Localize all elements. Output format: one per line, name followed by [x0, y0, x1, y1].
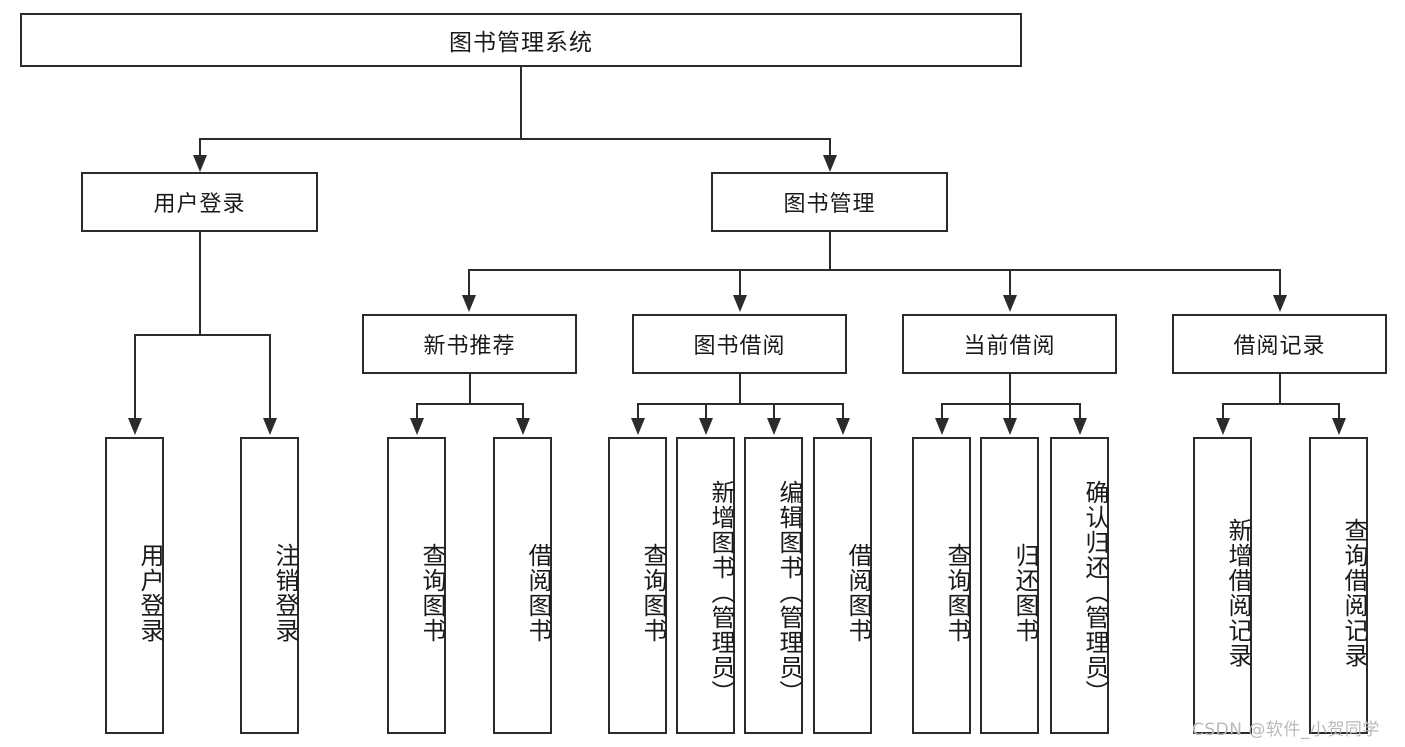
edge-user-login-drop-1: [134, 334, 136, 420]
edge-level1-bar: [199, 138, 831, 140]
leaf-cb-query-book[interactable]: 查询图书: [912, 437, 971, 734]
edge-new-book-drop-2: [522, 403, 524, 420]
edge-level2-bar: [468, 269, 1281, 271]
edge-borrow-record-stem: [1279, 374, 1281, 404]
arrow-icon-to-nb-borrow-book: [516, 418, 530, 435]
arrow-icon-to-bb-query-book: [631, 418, 645, 435]
edge-book-borrow-drop-4: [842, 403, 844, 420]
leaf-cb-confirm-return-admin[interactable]: 确认归还（管理员）: [1050, 437, 1109, 734]
arrow-icon-to-leaf-logout: [263, 418, 277, 435]
edge-book-management-stem: [829, 232, 831, 271]
node-borrow-record[interactable]: 借阅记录: [1172, 314, 1387, 374]
edge-current-borrow-drop-2: [1009, 403, 1011, 420]
arrow-icon-to-book-borrow: [733, 295, 747, 312]
arrow-icon-to-cb-return-book: [1003, 418, 1017, 435]
leaf-nb-borrow-book[interactable]: 借阅图书: [493, 437, 552, 734]
leaf-cb-return-book[interactable]: 归还图书: [980, 437, 1039, 734]
leaf-bb-borrow-book[interactable]: 借阅图书: [813, 437, 872, 734]
leaf-user-login[interactable]: 用户登录: [105, 437, 164, 734]
leaf-br-add-record[interactable]: 新增借阅记录: [1193, 437, 1252, 734]
node-book-borrow[interactable]: 图书借阅: [632, 314, 847, 374]
edge-user-login-stem: [199, 232, 201, 336]
arrow-icon-to-current-borrow: [1003, 295, 1017, 312]
edge-current-borrow-drop-3: [1079, 403, 1081, 420]
node-new-book-recommend[interactable]: 新书推荐: [362, 314, 577, 374]
arrow-icon-to-bb-add-book: [699, 418, 713, 435]
edge-level2-drop-new-book: [468, 269, 470, 297]
edge-book-borrow-drop-2: [705, 403, 707, 420]
edge-level2-drop-borrow-record: [1279, 269, 1281, 297]
arrow-icon-to-bb-borrow-book: [836, 418, 850, 435]
arrow-icon-to-new-book-recommend: [462, 295, 476, 312]
arrow-icon-to-user-login: [193, 155, 207, 172]
arrow-icon-to-nb-query-book: [410, 418, 424, 435]
leaf-logout[interactable]: 注销登录: [240, 437, 299, 734]
leaf-br-query-record[interactable]: 查询借阅记录: [1309, 437, 1368, 734]
node-root-library-management-system[interactable]: 图书管理系统: [20, 13, 1022, 67]
node-book-management[interactable]: 图书管理: [711, 172, 948, 232]
edge-book-borrow-drop-3: [773, 403, 775, 420]
node-current-borrow[interactable]: 当前借阅: [902, 314, 1117, 374]
edge-root-stem: [520, 67, 522, 139]
edge-book-borrow-bar: [637, 403, 844, 405]
csdn-watermark: CSDN @软件_小贺同学: [1192, 720, 1380, 740]
leaf-bb-query-book[interactable]: 查询图书: [608, 437, 667, 734]
edge-current-borrow-stem: [1009, 374, 1011, 404]
leaf-bb-edit-book-admin[interactable]: 编辑图书（管理员）: [744, 437, 803, 734]
arrow-icon-to-bb-edit-book: [767, 418, 781, 435]
edge-level1-drop-user-login: [199, 138, 201, 159]
edge-borrow-record-drop-1: [1222, 403, 1224, 420]
arrow-icon-to-cb-query-book: [935, 418, 949, 435]
edge-level1-drop-book-management: [829, 138, 831, 159]
arrow-icon-to-br-query-record: [1332, 418, 1346, 435]
edge-borrow-record-drop-2: [1338, 403, 1340, 420]
arrow-icon-to-book-management: [823, 155, 837, 172]
leaf-bb-add-book-admin[interactable]: 新增图书（管理员）: [676, 437, 735, 734]
arrow-icon-to-br-add-record: [1216, 418, 1230, 435]
edge-level2-drop-current-borrow: [1009, 269, 1011, 297]
edge-current-borrow-drop-1: [941, 403, 943, 420]
edge-user-login-bar: [134, 334, 271, 336]
node-user-login[interactable]: 用户登录: [81, 172, 318, 232]
edge-new-book-bar: [416, 403, 524, 405]
edge-book-borrow-stem: [739, 374, 741, 404]
leaf-nb-query-book[interactable]: 查询图书: [387, 437, 446, 734]
arrow-icon-to-leaf-user-login: [128, 418, 142, 435]
arrow-icon-to-cb-confirm-return: [1073, 418, 1087, 435]
edge-new-book-stem: [469, 374, 471, 404]
arrow-icon-to-borrow-record: [1273, 295, 1287, 312]
edge-user-login-drop-2: [269, 334, 271, 420]
edge-current-borrow-bar: [941, 403, 1081, 405]
edge-level2-drop-book-borrow: [739, 269, 741, 297]
edge-new-book-drop-1: [416, 403, 418, 420]
edge-book-borrow-drop-1: [637, 403, 639, 420]
edge-borrow-record-bar: [1222, 403, 1339, 405]
